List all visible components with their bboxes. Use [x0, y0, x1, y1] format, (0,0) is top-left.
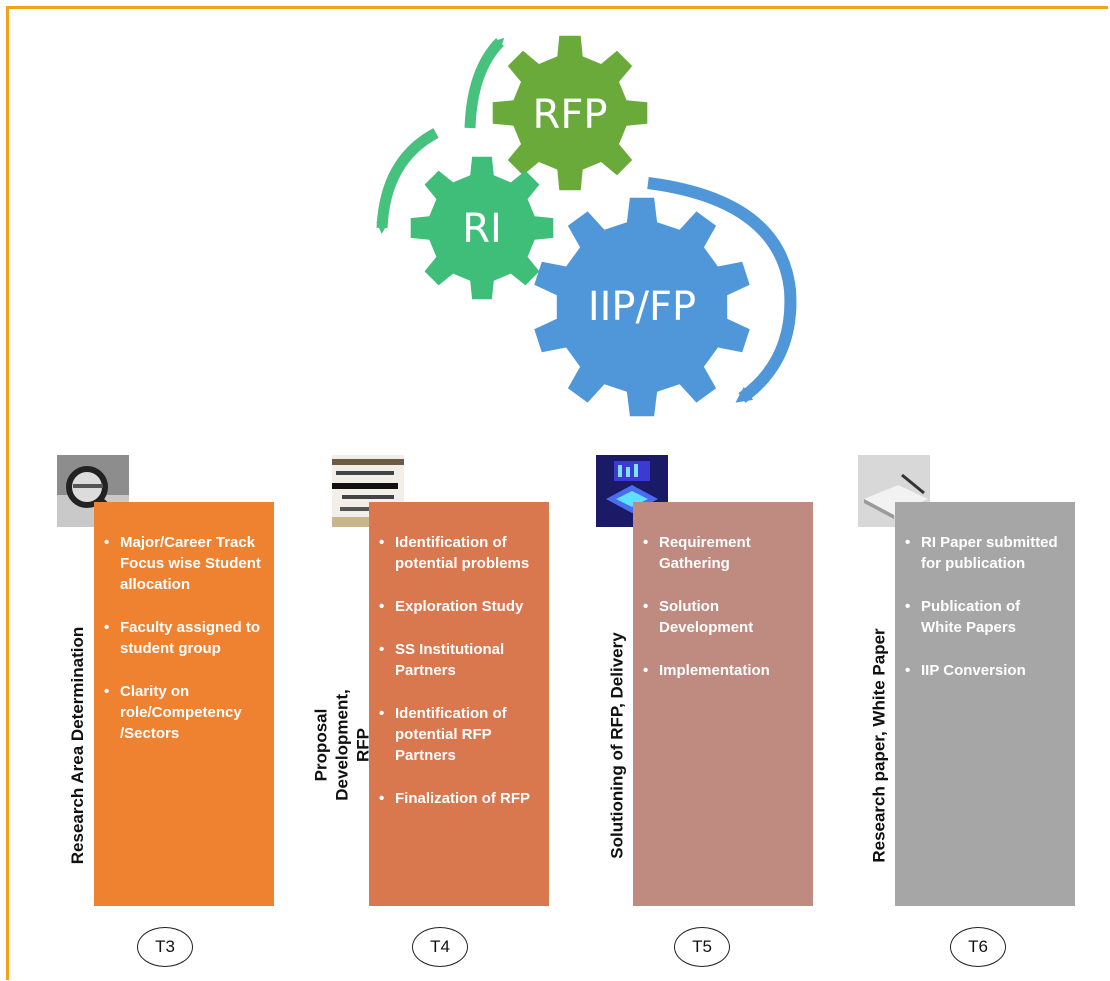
- iip-fp-gear: [534, 197, 750, 417]
- stage-title: Research Area Determination: [68, 626, 88, 864]
- stage-title: Research paper, White Paper: [869, 627, 889, 863]
- ri-gear-label: RI: [462, 206, 502, 252]
- stage-title: Solutioning of RFP, Delivery: [607, 631, 627, 859]
- stage-badge-t5: T5: [674, 927, 730, 967]
- bullet-item: SS Institutional Partners: [377, 639, 537, 681]
- stage-column-t5: Solutioning of RFP, Delivery Requirement…: [596, 455, 856, 910]
- bullet-item: Exploration Study: [377, 596, 537, 617]
- gear-cycle-diagram: RFP RI IIP/FP: [376, 35, 797, 417]
- gear-shape: [534, 197, 750, 417]
- arrow-rfp-to-ri: [376, 128, 439, 234]
- stage-panel: Requirement Gathering Solution Developme…: [633, 502, 813, 906]
- bullet-item: Faculty assigned to student group: [102, 617, 262, 659]
- stage-column-t6: Research paper, White Paper RI Paper sub…: [858, 455, 1110, 910]
- bullet-item: Identification of potential problems: [377, 532, 537, 574]
- bullet-item: Identification of potential RFP Partners: [377, 703, 537, 766]
- arrow-iip-cycle: [647, 177, 797, 403]
- stage-panel: Identification of potential problems Exp…: [369, 502, 549, 906]
- bullet-item: Requirement Gathering: [641, 532, 801, 574]
- stage-column-t3: Research Area Determination Major/Career…: [57, 455, 317, 910]
- bullet-item: Finalization of RFP: [377, 788, 537, 809]
- stage-column-t4: Proposal Development, RFP Solicitation I…: [312, 455, 592, 910]
- rfp-gear-label: RFP: [533, 92, 608, 138]
- stage-panel: RI Paper submitted for publication Publi…: [895, 502, 1075, 906]
- gear-shape: [410, 156, 554, 300]
- bullet-item: IIP Conversion: [903, 660, 1063, 681]
- arrow-ri-to-rfp: [464, 37, 505, 129]
- orange-frame: [6, 6, 1108, 980]
- bullet-item: Major/Career Track Focus wise Student al…: [102, 532, 262, 595]
- bullet-item: RI Paper submitted for publication: [903, 532, 1063, 574]
- bullet-item: Solution Development: [641, 596, 801, 638]
- document-thumbnail-icon: [332, 455, 404, 527]
- stage-panel: Major/Career Track Focus wise Student al…: [94, 502, 274, 906]
- stage-badge-t6: T6: [950, 927, 1006, 967]
- bullet-item: Implementation: [641, 660, 801, 681]
- bullet-item: Publication of White Papers: [903, 596, 1063, 638]
- ri-gear: [410, 156, 554, 300]
- stage-badge-t4: T4: [412, 927, 468, 967]
- stage-badge-t3: T3: [137, 927, 193, 967]
- iip-fp-gear-label: IIP/FP: [588, 284, 696, 330]
- stage-title: Proposal Development, RFP Solicitation: [312, 689, 394, 801]
- bullet-item: Clarity on role/Competency /Sectors: [102, 681, 262, 744]
- gear-shape: [492, 35, 648, 191]
- rfp-gear: [492, 35, 648, 191]
